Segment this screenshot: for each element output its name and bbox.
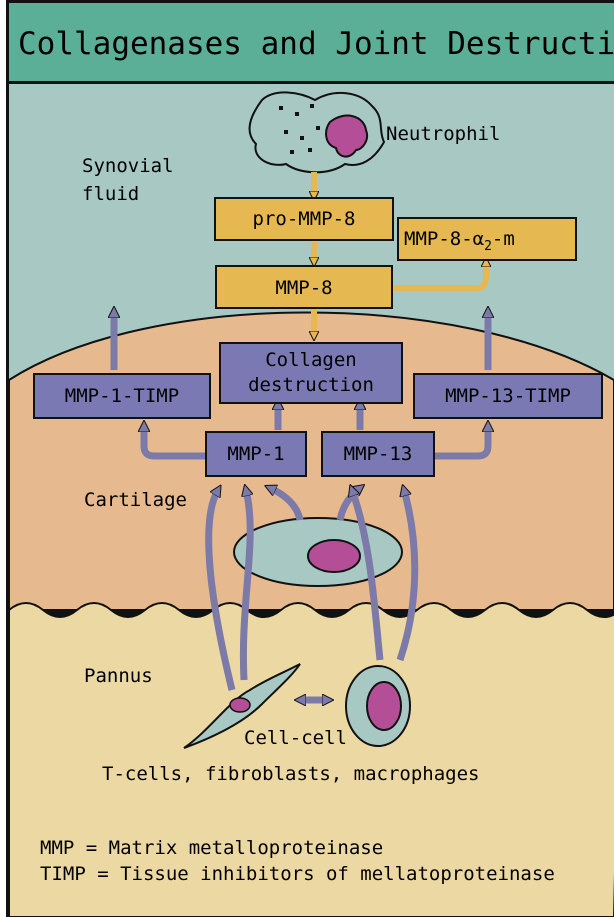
- collagen-label-line2: destruction: [248, 374, 374, 396]
- cell-types-label: T-cells, fibroblasts, macrophages: [102, 763, 480, 785]
- diagram-title: Collagenases and Joint Destruction: [18, 26, 614, 62]
- synovial-label: Synovial: [82, 155, 174, 177]
- mmp13-label: MMP-13: [344, 443, 413, 465]
- cell-cell-label: Cell-cell: [244, 727, 347, 749]
- mmp1-label: MMP-1: [227, 443, 284, 465]
- neutrophil-label: Neutrophil: [386, 123, 500, 145]
- chondrocyte-nucleus: [308, 540, 360, 572]
- fibroblast-nucleus: [230, 698, 250, 712]
- macrophage-nucleus: [367, 682, 401, 730]
- legend-timp: TIMP = Tissue inhibitors of mellatoprote…: [40, 863, 555, 885]
- cartilage-label: Cartilage: [84, 489, 187, 511]
- pannus-label: Pannus: [84, 665, 153, 687]
- neutrophil-cell: [249, 92, 384, 172]
- collagen-label-line1: Collagen: [265, 349, 357, 371]
- mmp1-timp-label: MMP-1-TIMP: [65, 385, 179, 407]
- mmp8-label: MMP-8: [275, 277, 332, 299]
- pro-mmp8-label: pro-MMP-8: [253, 208, 356, 230]
- legend-mmp: MMP = Matrix metalloproteinase: [40, 837, 383, 859]
- fluid-label: fluid: [82, 183, 139, 205]
- mmp13-timp-label: MMP-13-TIMP: [445, 385, 571, 407]
